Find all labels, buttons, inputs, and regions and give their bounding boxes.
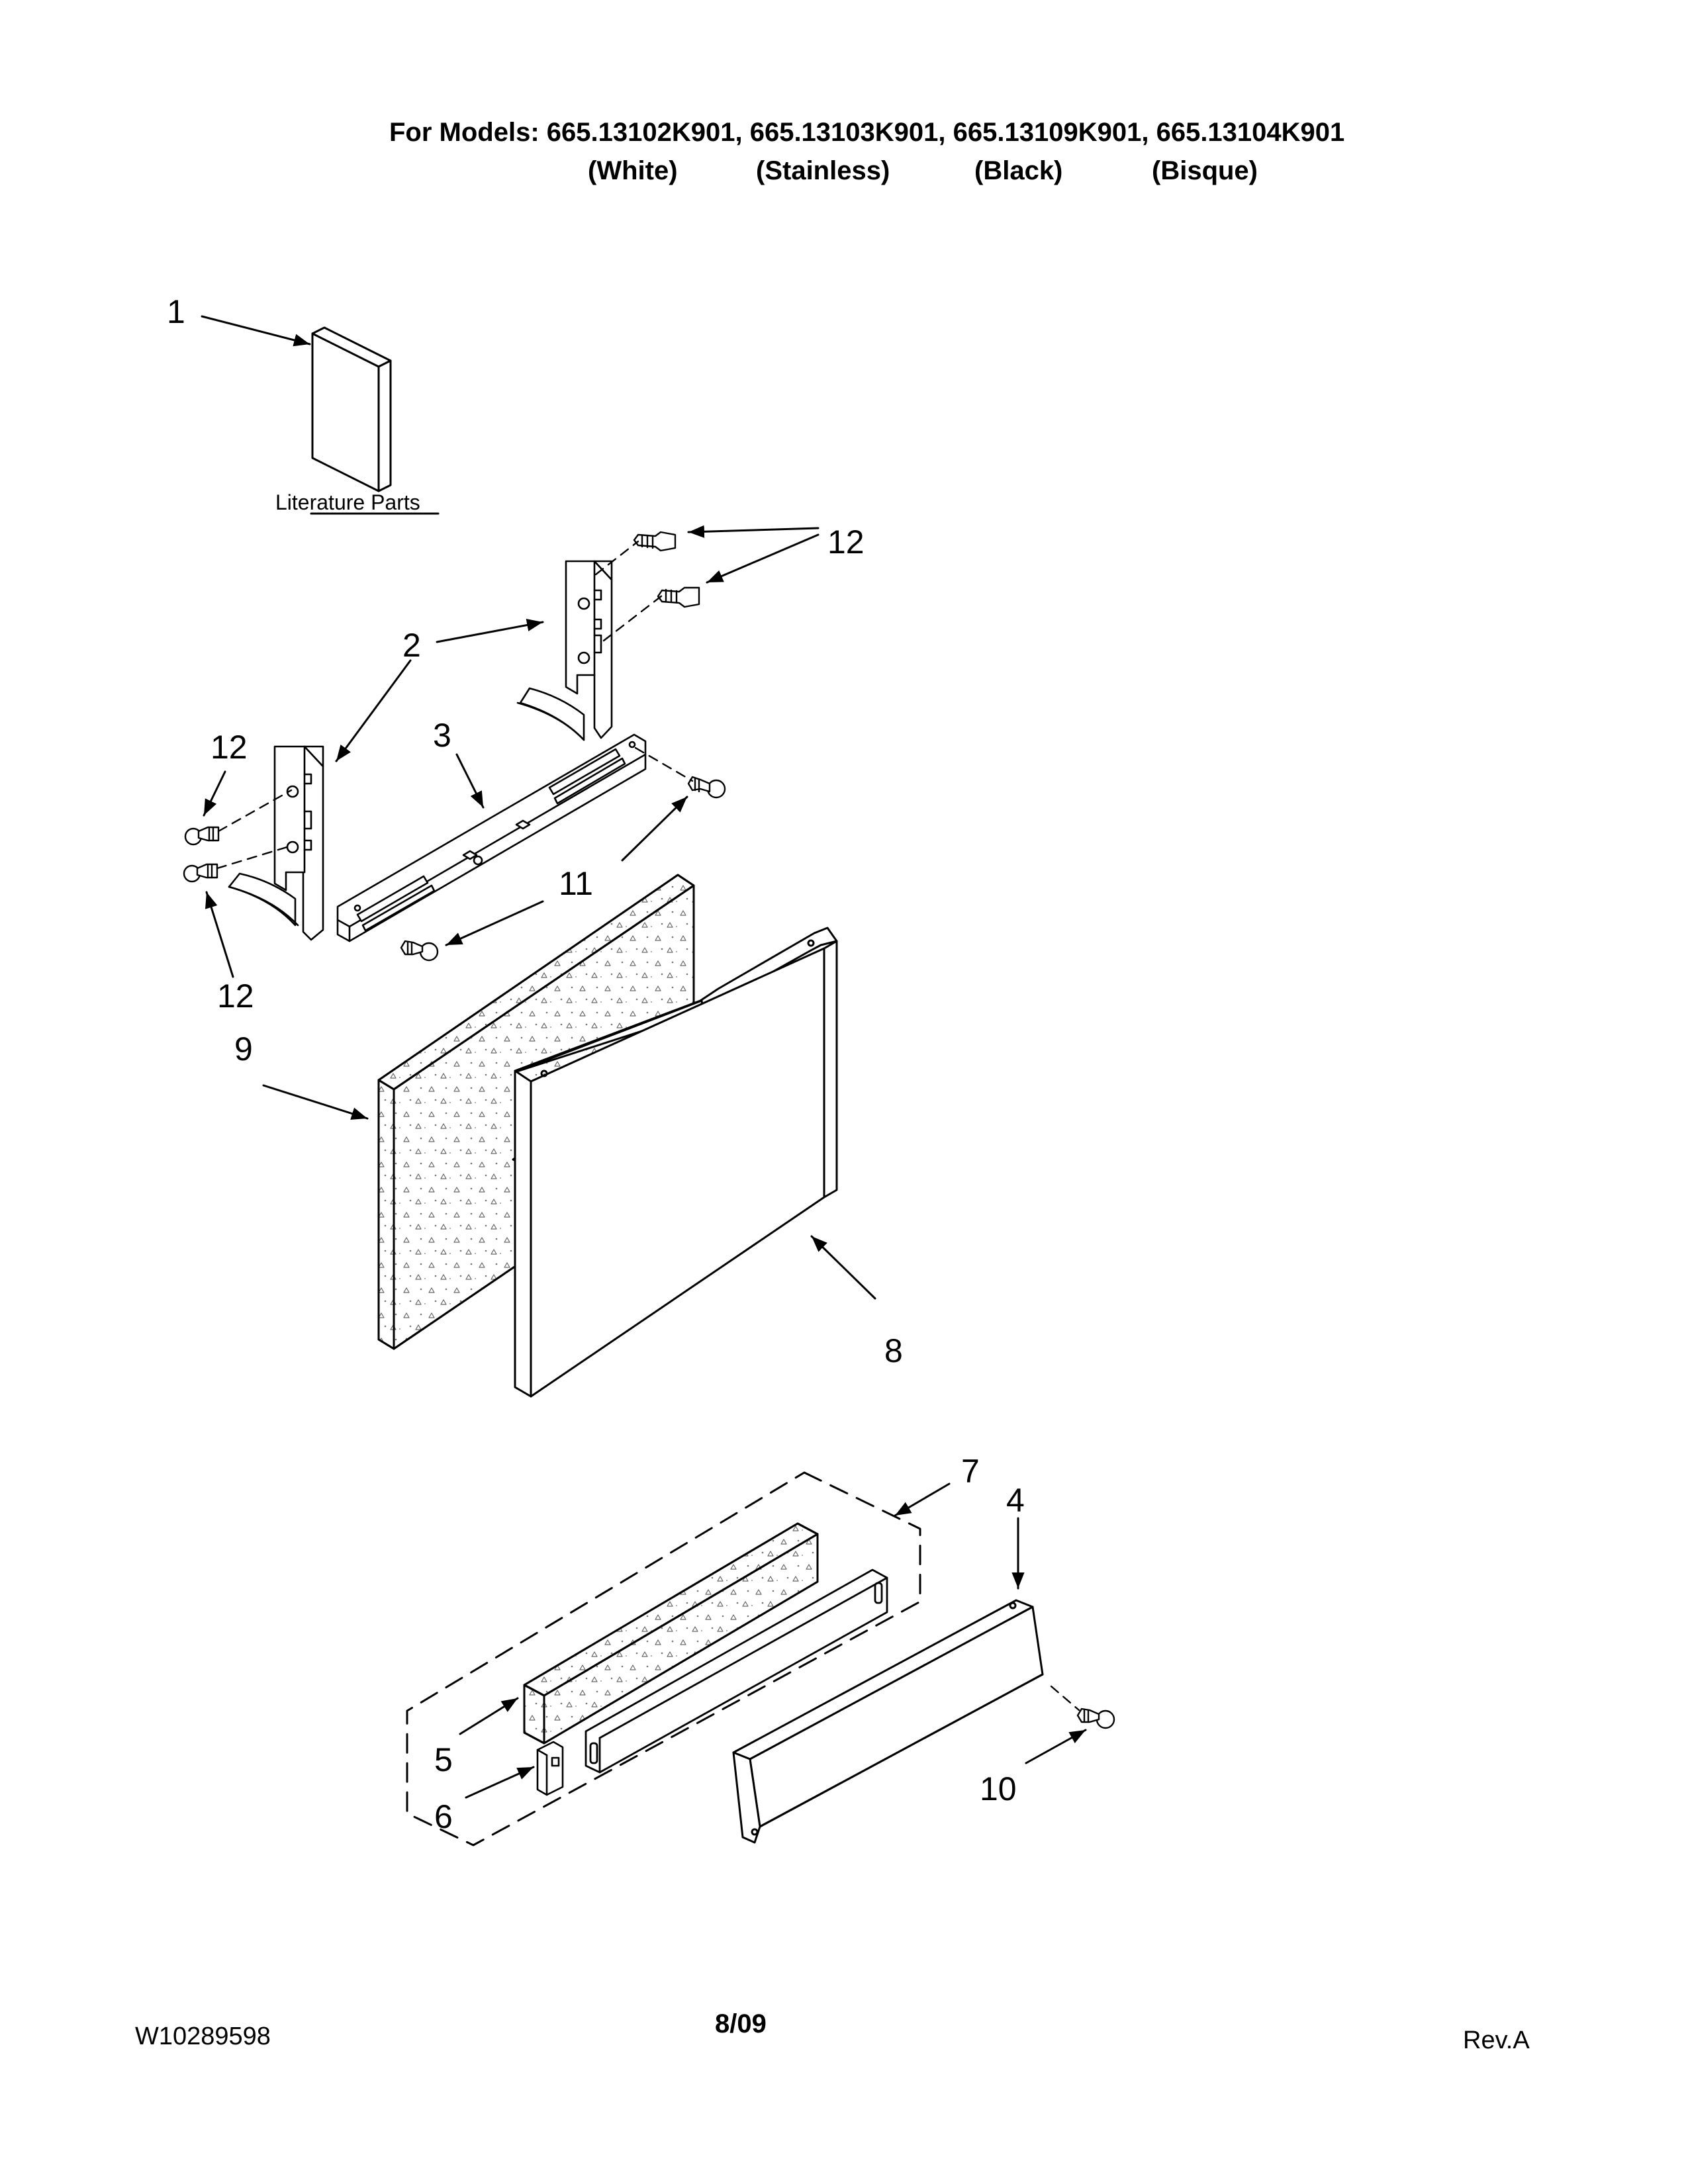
callout-7: 7 bbox=[961, 1453, 980, 1490]
screw-10 bbox=[1076, 1707, 1115, 1729]
screw-12-top bbox=[633, 531, 677, 552]
kick-plate-strip-part bbox=[585, 1569, 888, 1774]
callout-4: 4 bbox=[1006, 1482, 1025, 1519]
variant-stainless: (Stainless) bbox=[756, 156, 890, 185]
callout-12-bottom: 12 bbox=[217, 978, 254, 1015]
right-bracket-part bbox=[516, 560, 613, 741]
callout-2: 2 bbox=[402, 627, 421, 664]
variant-black: (Black) bbox=[974, 156, 1063, 185]
clip-part bbox=[536, 1741, 564, 1796]
callout-9: 9 bbox=[234, 1030, 253, 1068]
screw-12-left-upper bbox=[184, 826, 220, 846]
callout-1: 1 bbox=[167, 293, 185, 330]
mounting-rail-part bbox=[336, 733, 647, 942]
variant-white: (White) bbox=[588, 156, 678, 185]
variant-bisque: (Bisque) bbox=[1152, 156, 1258, 185]
literature-book-part bbox=[311, 326, 392, 492]
callout-3: 3 bbox=[433, 717, 451, 754]
callout-12-left: 12 bbox=[211, 729, 248, 766]
callout-8: 8 bbox=[884, 1332, 903, 1369]
literature-parts-label: Literature Parts bbox=[275, 490, 420, 514]
screw-11-right bbox=[687, 776, 726, 799]
front-panel-part bbox=[512, 927, 838, 1398]
left-bracket-part bbox=[228, 745, 324, 941]
screw-12-mid bbox=[657, 586, 700, 608]
callout-11: 11 bbox=[559, 865, 593, 902]
callout-5: 5 bbox=[434, 1741, 453, 1778]
screw-12-left-lower bbox=[183, 863, 218, 883]
print-date: 8/09 bbox=[715, 2009, 767, 2038]
toe-panel-part bbox=[732, 1599, 1044, 1844]
revision-label: Rev.A bbox=[1463, 2026, 1530, 2054]
doc-number: W10289598 bbox=[135, 2023, 271, 2050]
kit-boundary-dashed bbox=[406, 1471, 921, 1846]
screw-11-bottom bbox=[400, 940, 439, 962]
callout-6: 6 bbox=[434, 1798, 453, 1835]
models-header: For Models: 665.13102K901, 665.13103K901… bbox=[389, 118, 1345, 147]
callout-10: 10 bbox=[980, 1770, 1017, 1807]
assembly-dashed-lines bbox=[216, 540, 1080, 1711]
callout-12-top: 12 bbox=[827, 523, 865, 561]
foam-block-part bbox=[523, 1522, 819, 1745]
